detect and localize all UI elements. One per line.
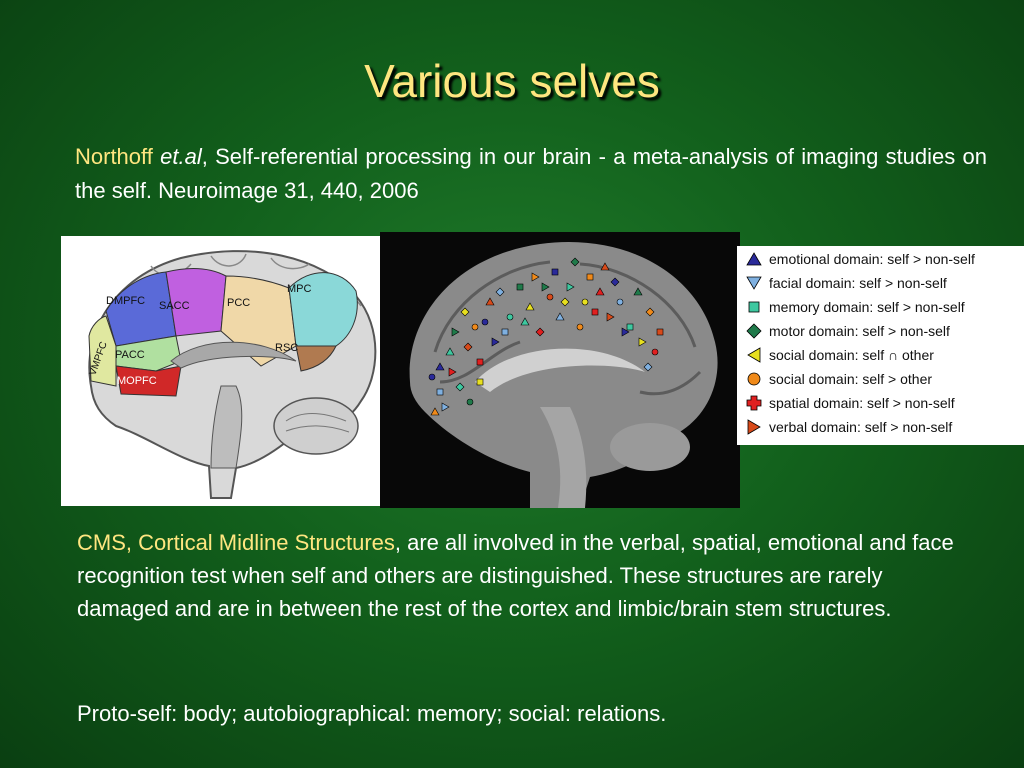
circle-icon	[747, 372, 761, 386]
activation-marker	[460, 307, 470, 317]
label-rsc: RSC	[275, 342, 298, 354]
activation-marker	[541, 282, 550, 292]
activation-marker	[551, 268, 559, 276]
citation-etal: et.al	[160, 144, 202, 169]
activation-marker	[638, 337, 647, 347]
activation-marker	[485, 297, 495, 306]
legend-item: facial domain: self > non-self	[745, 273, 947, 293]
cms-full-name: Cortical Midline Structures	[138, 530, 395, 555]
legend-item: verbal domain: self > non-self	[745, 417, 952, 437]
label-dmpfc: DMPFC	[106, 295, 145, 307]
legend-item: social domain: self > other	[745, 369, 932, 389]
mri-brain-scan	[409, 242, 718, 508]
activation-marker	[651, 348, 659, 356]
label-mopfc: MOPFC	[117, 375, 157, 387]
activation-marker	[476, 358, 484, 366]
activation-marker	[430, 407, 440, 416]
mri-activation-figure	[380, 232, 740, 508]
activation-marker	[441, 402, 450, 412]
legend-item: emotional domain: self > non-self	[745, 249, 975, 269]
activation-marker	[451, 327, 460, 337]
legend-label: memory domain: self > non-self	[769, 299, 965, 315]
label-pacc: PACC	[115, 349, 145, 361]
activation-marker	[595, 287, 605, 296]
diamond-icon	[746, 323, 762, 339]
citation-text: , Self-referential processing in our bra…	[75, 144, 987, 203]
activation-marker	[643, 362, 653, 372]
activation-marker	[606, 312, 615, 322]
activation-marker	[476, 378, 484, 386]
legend-item: social domain: self ∩ other	[745, 345, 934, 365]
brain-atlas-figure: DMPFC SACC PCC MPC VMPFC PACC RSC MOPFC	[61, 236, 392, 506]
activation-marker	[428, 373, 436, 381]
activation-marker	[481, 318, 489, 326]
activation-marker	[581, 298, 589, 306]
cms-description: , are all involved in the verbal, spatia…	[77, 530, 954, 621]
legend-label: facial domain: self > non-self	[769, 275, 947, 291]
cms-paragraph: CMS, Cortical Midline Structures, are al…	[77, 526, 977, 625]
brain-atlas-illustration: DMPFC SACC PCC MPC VMPFC PACC RSC MOPFC	[87, 250, 377, 499]
triangle-down-icon	[746, 276, 762, 290]
activation-marker	[576, 323, 584, 331]
square-icon	[748, 301, 760, 313]
activation-marker	[570, 257, 580, 267]
activation-marker	[546, 293, 554, 301]
activation-marker	[455, 382, 465, 392]
activation-marker	[466, 398, 474, 406]
activation-marker	[555, 312, 565, 321]
activation-marker	[501, 328, 509, 336]
cross-icon	[746, 395, 762, 411]
activation-marker	[445, 347, 455, 356]
activation-marker	[633, 287, 643, 296]
activation-marker	[586, 273, 594, 281]
activation-marker	[448, 367, 457, 377]
activation-marker	[600, 262, 610, 271]
activation-marker	[471, 323, 479, 331]
activation-marker	[535, 327, 545, 337]
citation-author: Northoff	[75, 144, 153, 169]
triangle-right-icon	[747, 419, 761, 435]
slide-title: Various selves	[364, 55, 660, 107]
activation-marker	[436, 388, 444, 396]
legend-label: social domain: self ∩ other	[769, 347, 934, 363]
activation-marker	[520, 317, 530, 326]
activation-marker	[621, 327, 630, 337]
label-mpc: MPC	[287, 283, 312, 295]
legend-label: verbal domain: self > non-self	[769, 419, 953, 435]
activation-marker	[435, 362, 445, 371]
activation-marker	[610, 277, 620, 287]
activation-marker	[506, 313, 514, 321]
citation: Northoff et.al, Self-referential process…	[75, 140, 987, 208]
legend-label: spatial domain: self > non-self	[769, 395, 955, 411]
cms-abbrev: CMS	[77, 530, 126, 555]
triangle-left-icon	[747, 347, 761, 363]
cms-comma: ,	[125, 530, 139, 555]
label-pcc: PCC	[227, 297, 250, 309]
activation-marker	[525, 302, 535, 311]
proto-self-line: Proto-self: body; autobiographical: memo…	[77, 701, 667, 726]
triangle-up-icon	[746, 252, 762, 266]
activation-marker	[463, 342, 473, 352]
legend-label: emotional domain: self > non-self	[769, 251, 975, 267]
activation-marker	[616, 298, 624, 306]
activation-marker	[516, 283, 524, 291]
activation-marker	[656, 328, 664, 336]
activation-marker	[531, 272, 540, 282]
label-sacc: SACC	[159, 300, 190, 312]
legend-item: memory domain: self > non-self	[745, 297, 965, 317]
legend-label: motor domain: self > non-self	[769, 323, 950, 339]
activation-marker	[645, 307, 655, 317]
activation-marker	[491, 337, 500, 347]
activation-marker	[495, 287, 505, 297]
activation-marker	[560, 297, 570, 307]
legend-item: motor domain: self > non-self	[745, 321, 950, 341]
legend-label: social domain: self > other	[769, 371, 933, 387]
activation-marker	[591, 308, 599, 316]
activation-marker	[626, 323, 634, 331]
legend-item: spatial domain: self > non-self	[745, 393, 955, 413]
activation-marker	[566, 282, 575, 292]
domain-legend: emotional domain: self > non-self facial…	[737, 246, 1024, 445]
